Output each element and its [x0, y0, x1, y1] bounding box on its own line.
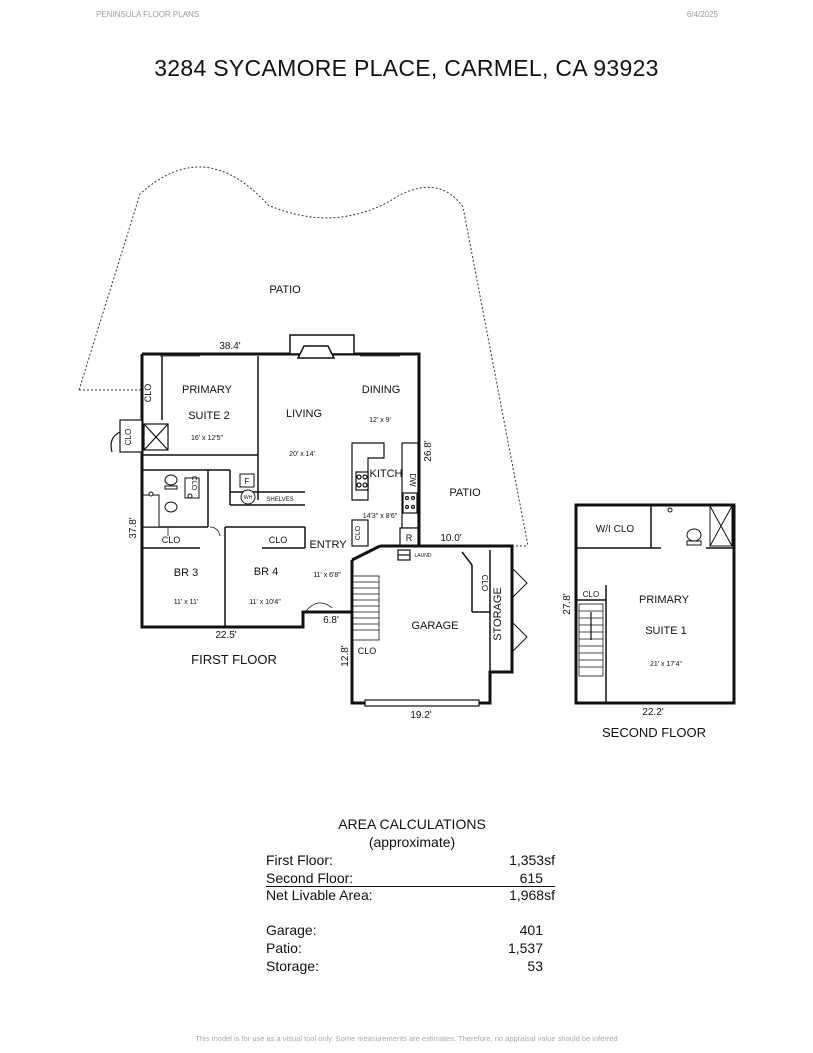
bedroom-doors: [167, 526, 333, 613]
closet-br4-label: CLO: [269, 535, 288, 545]
area-row-value: 615: [519, 870, 543, 886]
area-row-value: 1,968sf: [509, 887, 555, 903]
garage-interior-walls: [461, 550, 491, 672]
closet-second-label: CLO: [583, 590, 599, 599]
area-row-value: 401: [519, 922, 543, 938]
br3-label: BR 3: [174, 567, 198, 579]
primary-suite-1-label-b: SUITE 1: [645, 625, 687, 637]
area-row: Garage: 401: [266, 922, 555, 940]
area-row-value: 1,537: [507, 940, 543, 956]
bathroom-fixtures: [142, 474, 200, 528]
dim-right-depth: 26.8': [423, 440, 434, 461]
garage-stairs: [352, 575, 380, 641]
patio-top-label: PATIO: [269, 284, 301, 296]
closet-garage-right-label: CLO: [480, 575, 489, 591]
area-calculations-subtitle: (approximate): [368, 834, 456, 850]
primary-suite-1-size: 21' x 17'4": [650, 661, 683, 668]
dim-second-left: 27.8': [562, 593, 573, 614]
laundry-area: [397, 549, 411, 561]
kitchen-label: KITCH: [370, 468, 403, 480]
dim-garage-bottom: 19.2': [410, 710, 431, 721]
garage-door: [364, 699, 480, 707]
br4-label: BR 4: [254, 566, 278, 578]
walkin-closet-label: W/I CLO: [596, 524, 635, 535]
area-row-label: Storage:: [266, 958, 319, 974]
utility-equipment: [239, 473, 256, 505]
entry-label: ENTRY: [309, 539, 347, 551]
brand-header: PENINSULA FLOOR PLANS: [96, 10, 200, 19]
area-row-label: First Floor:: [266, 852, 333, 868]
patio-outline: [78, 166, 529, 547]
area-calculations-title: AREA CALCULATIONS: [338, 816, 486, 832]
refrigerator-label: R: [406, 533, 413, 543]
area-row-label: Second Floor:: [266, 870, 354, 886]
area-row: Net Livable Area: 1,968sf: [266, 887, 555, 905]
primary-suite-2-label-a: PRIMARY: [182, 384, 233, 396]
area-row: Storage: 53: [266, 958, 555, 976]
area-row-value: 53: [527, 958, 543, 974]
date-header: 6/4/2025: [686, 10, 718, 19]
primary-suite-2-label-b: SUITE 2: [188, 410, 230, 422]
dining-size: 12' x 9': [369, 417, 391, 424]
area-row: Second Floor: 615: [266, 870, 555, 887]
closet-bath-label: CLO: [190, 476, 197, 491]
primary-suite-shower: [143, 423, 169, 451]
area-row-value: 1,353sf: [509, 852, 555, 868]
entry-size: 11' x 6'8": [313, 572, 341, 579]
area-row: First Floor: 1,353sf: [266, 852, 555, 870]
second-floor-stairs: [578, 603, 604, 677]
dim-step: 6.8': [323, 615, 339, 626]
second-floor-walls: [574, 503, 736, 705]
dim-garage-left: 12.8': [340, 645, 351, 666]
laundry-label: LAUND: [415, 553, 432, 559]
storage-label: STORAGE: [492, 587, 504, 641]
storage-doors: [511, 567, 528, 653]
area-row-label: Garage:: [266, 922, 317, 938]
living-size: 20' x 14': [289, 451, 315, 458]
dishwasher-label: DW: [408, 473, 417, 487]
fireplace: [289, 334, 355, 359]
dining-label: DINING: [362, 384, 401, 396]
garage-label: GARAGE: [411, 620, 458, 632]
dim-top-width: 38.4': [219, 341, 240, 352]
primary-suite-1-label-a: PRIMARY: [639, 594, 690, 606]
dim-bottom-width: 22.5': [215, 630, 236, 641]
dim-second-bottom: 22.2': [642, 707, 663, 718]
property-address-title: 3284 SYCAMORE PLACE, CARMEL, CA 93923: [154, 55, 659, 81]
water-heater-label: WH: [244, 495, 253, 501]
kitchen-counters: [351, 442, 419, 547]
furnace-label: F: [245, 477, 250, 486]
living-label: LIVING: [286, 408, 322, 420]
closet-primary-label: CLO: [143, 384, 153, 403]
br4-size: 11' x 10'4": [249, 599, 281, 606]
dim-left-depth: 37.8': [128, 517, 139, 538]
primary-suite-2-size: 16' x 12'5": [191, 435, 224, 442]
br3-size: 11' x 11': [174, 599, 199, 606]
second-floor-caption: SECOND FLOOR: [602, 725, 706, 740]
patio-right-label: PATIO: [449, 487, 481, 499]
first-floor-interior-walls: [142, 356, 306, 627]
closet-br3-label: CLO: [162, 535, 181, 545]
exterior-closet: [110, 419, 143, 453]
closet-exterior-label: CLO: [124, 429, 133, 445]
second-floor-bath-fixtures: [667, 505, 733, 547]
closet-garage-stair-label: CLO: [358, 646, 377, 656]
kitchen-size: 14'3" x 8'6": [363, 513, 398, 520]
first-floor-caption: FIRST FLOOR: [191, 652, 277, 667]
area-row: Patio: 1,537: [266, 940, 555, 958]
disclaimer-footer: This model is for use as a visual tool o…: [195, 1034, 618, 1043]
area-row-label: Patio:: [266, 940, 302, 956]
second-floor-interior-walls: [576, 505, 734, 703]
shelves-label: SHELVES: [266, 497, 293, 503]
closet-kitchen-label: CLO: [355, 525, 362, 540]
dim-garage-top: 10.0': [440, 533, 461, 544]
area-row-label: Net Livable Area:: [266, 887, 373, 903]
